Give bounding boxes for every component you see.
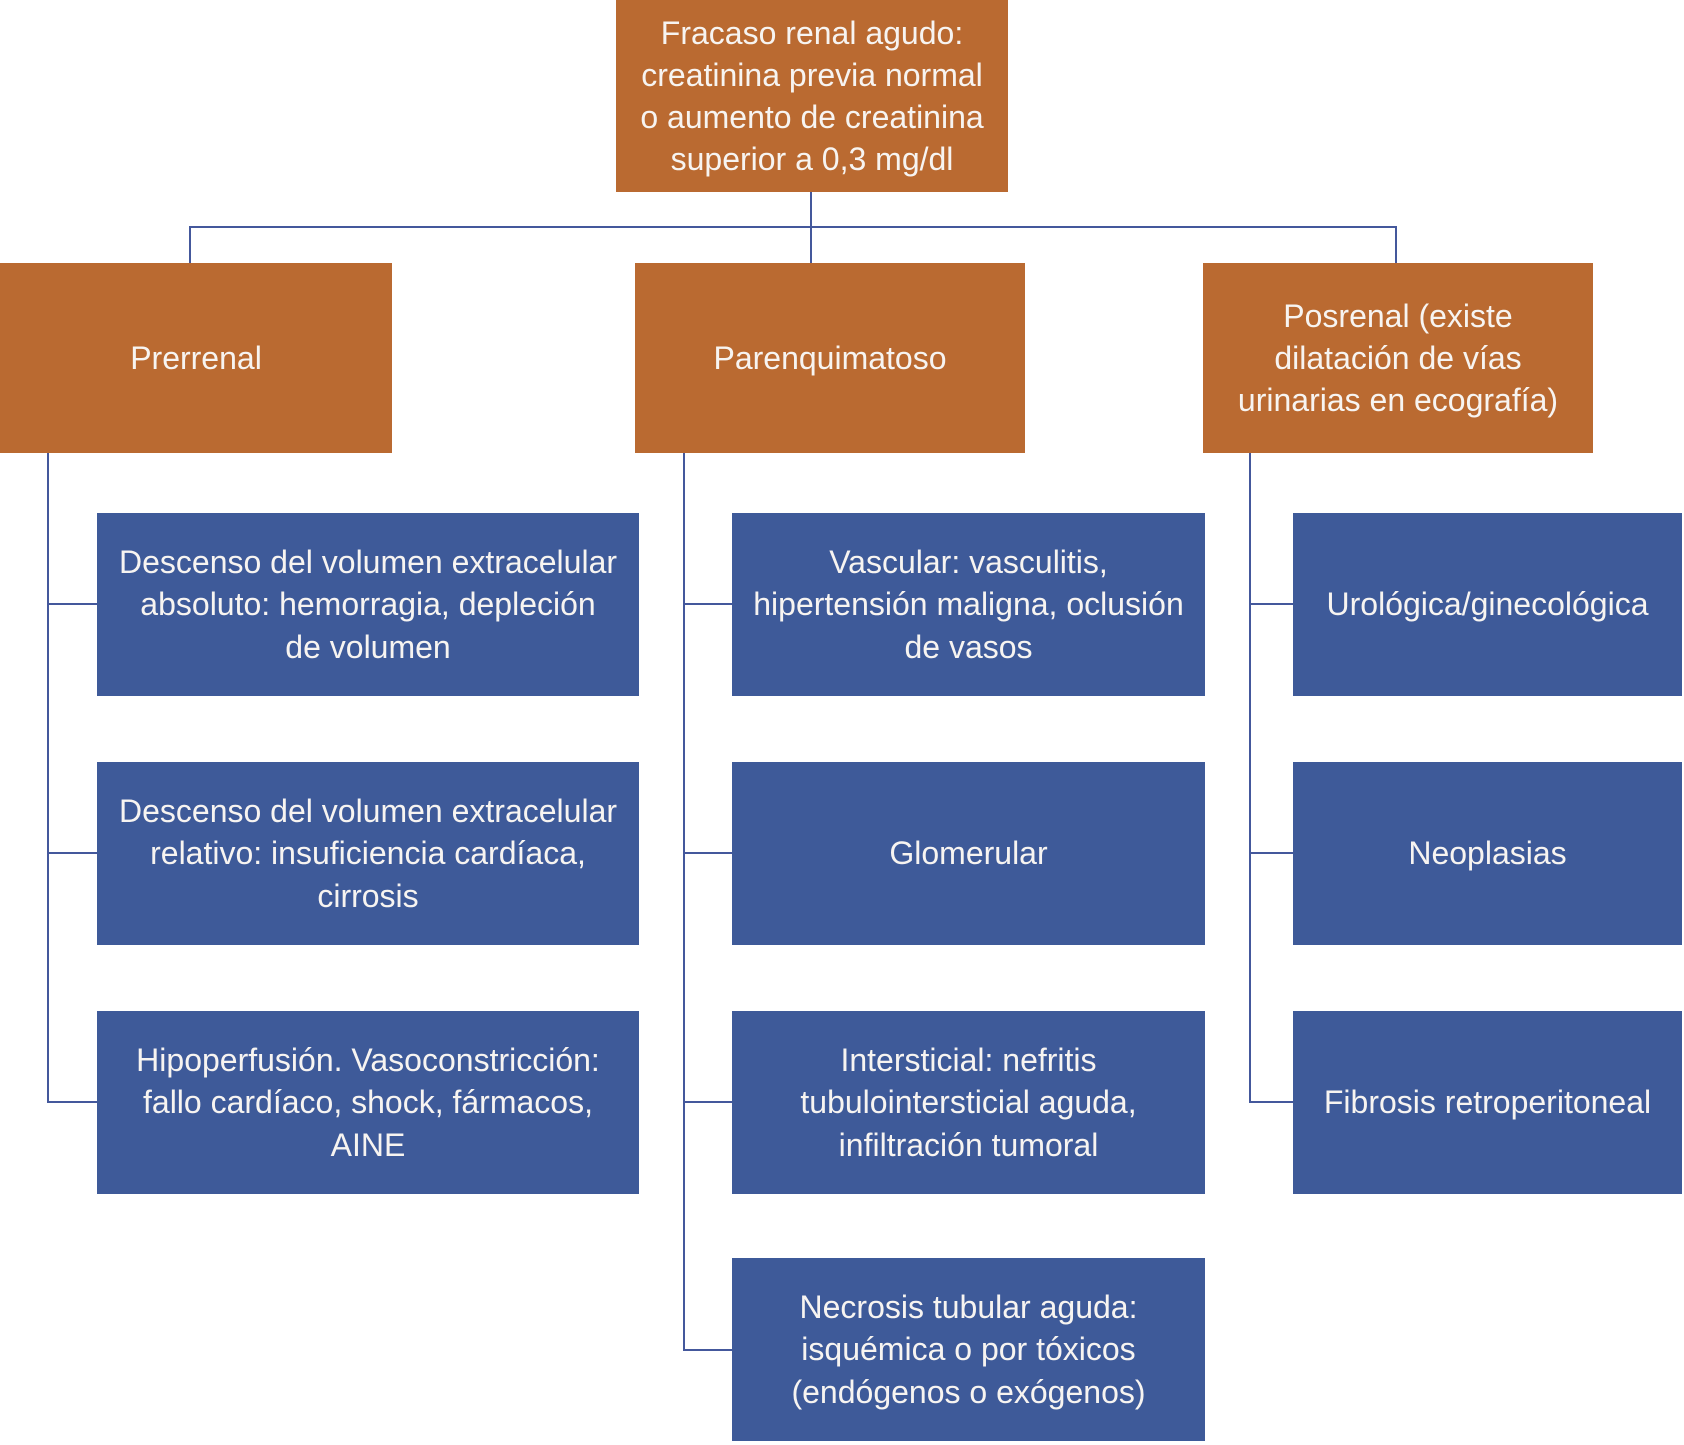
connector-line (47, 852, 97, 854)
cause-node-glomerular: Glomerular (732, 762, 1205, 945)
connector-line (683, 453, 685, 1351)
connector-line (189, 226, 1397, 228)
category-node-posrenal: Posrenal (existe dilatación de vías urin… (1203, 263, 1593, 453)
connector-line (683, 603, 732, 605)
cause-node-fibrosis-retroperitoneal: Fibrosis retroperitoneal (1293, 1011, 1682, 1194)
connector-line (810, 192, 812, 227)
connector-line (1395, 226, 1397, 263)
cause-node-neoplasias: Neoplasias (1293, 762, 1682, 945)
cause-node-descenso-volumen-absoluto: Descenso del volumen extracelular absolu… (97, 513, 639, 696)
cause-node-intersticial: Intersticial: nefritis tubulointersticia… (732, 1011, 1205, 1194)
cause-node-descenso-volumen-relativo: Descenso del volumen extracelular relati… (97, 762, 639, 945)
connector-line (189, 226, 191, 263)
connector-line (47, 453, 49, 1103)
cause-node-urologica-ginecologica: Urológica/ginecológica (1293, 513, 1682, 696)
cause-node-necrosis-tubular-aguda: Necrosis tubular aguda: isquémica o por … (732, 1258, 1205, 1441)
connector-line (810, 226, 812, 263)
connector-line (1249, 603, 1293, 605)
connector-line (1249, 1101, 1293, 1103)
category-node-parenquimatoso: Parenquimatoso (635, 263, 1025, 453)
connector-line (1249, 852, 1293, 854)
connector-line (47, 603, 97, 605)
connector-line (683, 1349, 732, 1351)
connector-line (47, 1101, 97, 1103)
cause-node-vascular: Vascular: vasculitis, hipertensión malig… (732, 513, 1205, 696)
connector-line (1249, 453, 1251, 1103)
cause-node-hipoperfusion-vasoconstriccion: Hipoperfusión. Vasoconstricción: fallo c… (97, 1011, 639, 1194)
category-node-prerrenal: Prerrenal (0, 263, 392, 453)
connector-line (683, 1101, 732, 1103)
connector-line (683, 852, 732, 854)
root-node-fracaso-renal-agudo: Fracaso renal agudo: creatinina previa n… (616, 0, 1008, 192)
